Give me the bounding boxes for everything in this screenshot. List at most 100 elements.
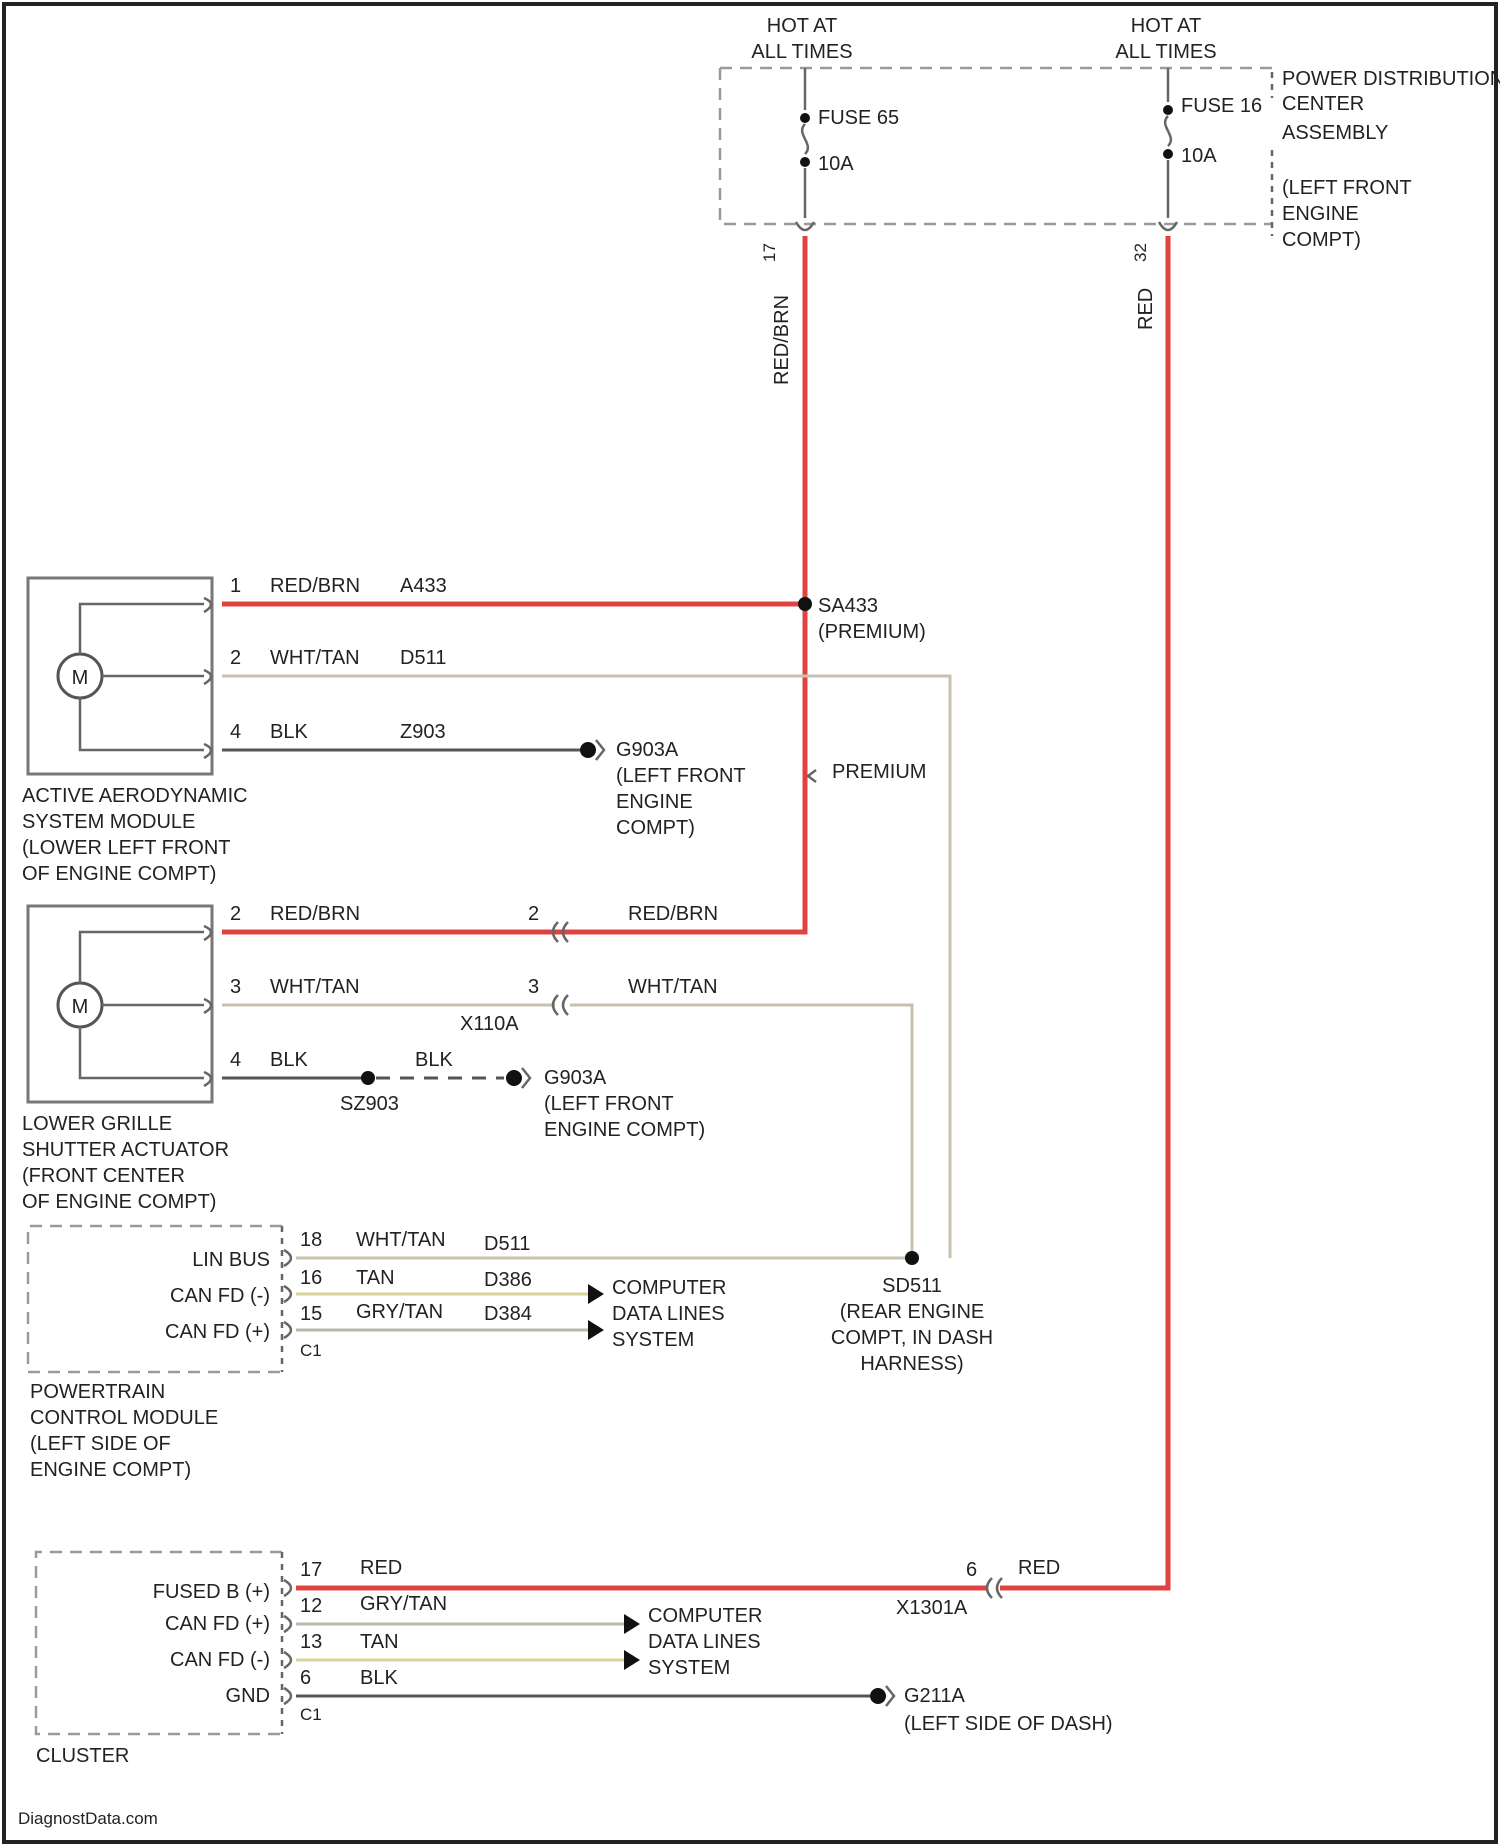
cluster-row4-label: GND bbox=[226, 1685, 270, 1707]
splice-sd511-label-2: (REAR ENGINE bbox=[840, 1301, 984, 1323]
aero-motor-label: M bbox=[72, 667, 89, 689]
cluster-row4-pin: 6 bbox=[300, 1667, 311, 1689]
fuse-16-amp: 10A bbox=[1181, 145, 1217, 167]
splice-sz903-label: SZ903 bbox=[340, 1093, 399, 1115]
connector-x110a-label: X110A bbox=[460, 1013, 519, 1035]
cluster-row4-wire: BLK bbox=[360, 1667, 398, 1689]
pdc-pin-32: 32 bbox=[1131, 243, 1150, 262]
splice-sd511-label-1: SD511 bbox=[882, 1275, 942, 1297]
hot-at-all-times-right-2: ALL TIMES bbox=[1115, 41, 1216, 63]
cluster-label: CLUSTER bbox=[36, 1745, 129, 1767]
cluster-row1-pin: 17 bbox=[300, 1559, 322, 1581]
pcm-label-3: (LEFT SIDE OF bbox=[30, 1433, 171, 1455]
grille-label-1: LOWER GRILLE bbox=[22, 1113, 172, 1135]
pcm-label-4: ENGINE COMPT) bbox=[30, 1459, 191, 1481]
powertrain-control-module: LIN BUS 18 WHT/TAN D511 CAN FD (-) 16 TA… bbox=[28, 1226, 993, 1481]
instrument-cluster: FUSED B (+) 17 RED CAN FD (+) 12 GRY/TAN… bbox=[36, 1552, 1113, 1767]
cluster-row2-label: CAN FD (+) bbox=[165, 1613, 270, 1635]
splice-sz903 bbox=[361, 1071, 375, 1085]
aero-pin2: 2 bbox=[230, 647, 241, 669]
cluster-dest-3: SYSTEM bbox=[648, 1657, 730, 1679]
aero-circuit4: Z903 bbox=[400, 721, 446, 743]
hot-at-all-times-left-1: HOT AT bbox=[767, 15, 837, 37]
pcm-row2-label: CAN FD (-) bbox=[170, 1285, 270, 1307]
grille-pin3: 3 bbox=[230, 976, 241, 998]
pcm-dest-3: SYSTEM bbox=[612, 1329, 694, 1351]
pcm-row3-pin: 15 bbox=[300, 1303, 322, 1325]
aero-ground-3: ENGINE bbox=[616, 791, 693, 813]
pcm-row3-label: CAN FD (+) bbox=[165, 1321, 270, 1343]
riser-right-wire-color: RED bbox=[1135, 288, 1157, 330]
aero-pin1: 1 bbox=[230, 575, 241, 597]
pdc-label-1: POWER DISTRIBUTION bbox=[1282, 68, 1500, 90]
pcm-row3-wire: GRY/TAN bbox=[356, 1301, 443, 1323]
grille-label-3: (FRONT CENTER bbox=[22, 1165, 185, 1187]
grille-pin4: 4 bbox=[230, 1049, 241, 1071]
diagram-border bbox=[4, 4, 1496, 1842]
aero-wire2-color: WHT/TAN bbox=[270, 647, 360, 669]
splice-sd511-label-4: HARNESS) bbox=[860, 1353, 963, 1375]
cluster-connector: C1 bbox=[300, 1705, 322, 1724]
ground-g903a-icon bbox=[580, 742, 596, 758]
cluster-ground-2: (LEFT SIDE OF DASH) bbox=[904, 1713, 1113, 1735]
splice-sa433-label-2: (PREMIUM) bbox=[818, 621, 926, 643]
cluster-row1-label: FUSED B (+) bbox=[153, 1581, 270, 1603]
cluster-row3-wire: TAN bbox=[360, 1631, 399, 1653]
pdc-label-5: ENGINE bbox=[1282, 203, 1359, 225]
aero-ground-4: COMPT) bbox=[616, 817, 695, 839]
pdc-label-2: CENTER bbox=[1282, 93, 1364, 115]
arrow-icon bbox=[624, 1614, 640, 1634]
fuse-16-label: FUSE 16 bbox=[1181, 95, 1262, 117]
aero-wire1-color: RED/BRN bbox=[270, 575, 360, 597]
ground-g211a-icon bbox=[870, 1688, 886, 1704]
hot-at-all-times-right-1: HOT AT bbox=[1131, 15, 1201, 37]
grille-conn2: 2 bbox=[528, 903, 539, 925]
wire-red-riser bbox=[1000, 236, 1168, 1588]
aero-circuit2: D511 bbox=[400, 647, 446, 669]
grille-wire3-color: WHT/TAN bbox=[270, 976, 360, 998]
cluster-inline-wire: RED bbox=[1018, 1557, 1060, 1579]
premium-label: PREMIUM bbox=[832, 761, 926, 783]
cluster-row3-label: CAN FD (-) bbox=[170, 1649, 270, 1671]
pcm-label-2: CONTROL MODULE bbox=[30, 1407, 218, 1429]
splice-sd511 bbox=[905, 1251, 919, 1265]
grille-label-2: SHUTTER ACTUATOR bbox=[22, 1139, 229, 1161]
pdc-label-3: ASSEMBLY bbox=[1282, 122, 1388, 144]
pcm-row1-circuit: D511 bbox=[484, 1233, 530, 1255]
pcm-row2-circuit: D386 bbox=[484, 1269, 532, 1291]
pcm-connector: C1 bbox=[300, 1341, 322, 1360]
pdc-pin-17: 17 bbox=[760, 243, 779, 262]
fuse-65-label: FUSE 65 bbox=[818, 107, 899, 129]
pcm-label-1: POWERTRAIN bbox=[30, 1381, 165, 1403]
grille-wire4b-color: BLK bbox=[415, 1049, 453, 1071]
aero-label-1: ACTIVE AERODYNAMIC bbox=[22, 785, 248, 807]
splice-sa433-label-1: SA433 bbox=[818, 595, 878, 617]
pcm-row2-wire: TAN bbox=[356, 1267, 395, 1289]
splice-sd511-label-3: COMPT, IN DASH bbox=[831, 1327, 993, 1349]
grille-ground-1: G903A bbox=[544, 1067, 607, 1089]
connector-x1301a-label: X1301A bbox=[896, 1597, 968, 1619]
pdc-label-4: (LEFT FRONT bbox=[1282, 177, 1412, 199]
arrow-icon bbox=[588, 1320, 604, 1340]
cluster-inline-pin: 6 bbox=[966, 1559, 977, 1581]
grille-wire3b-color: WHT/TAN bbox=[628, 976, 718, 998]
riser-left-wire-color: RED/BRN bbox=[771, 295, 793, 385]
cluster-dest-2: DATA LINES bbox=[648, 1631, 761, 1653]
arrow-icon bbox=[624, 1650, 640, 1670]
pdc-label-6: COMPT) bbox=[1282, 229, 1361, 251]
grille-conn3: 3 bbox=[528, 976, 539, 998]
grille-label-4: OF ENGINE COMPT) bbox=[22, 1191, 216, 1213]
hot-at-all-times-left-2: ALL TIMES bbox=[751, 41, 852, 63]
aero-pin4: 4 bbox=[230, 721, 241, 743]
grille-motor-label: M bbox=[72, 996, 89, 1018]
pcm-row1-label: LIN BUS bbox=[192, 1249, 270, 1271]
aero-ground-1: G903A bbox=[616, 739, 679, 761]
cluster-ground-1: G211A bbox=[904, 1685, 965, 1707]
grille-ground-3: ENGINE COMPT) bbox=[544, 1119, 705, 1141]
ground-g903a-2-icon bbox=[506, 1070, 522, 1086]
fuse-65-amp: 10A bbox=[818, 153, 854, 175]
aero-wire4-color: BLK bbox=[270, 721, 308, 743]
footer-watermark: DiagnostData.com bbox=[18, 1809, 158, 1828]
aero-label-2: SYSTEM MODULE bbox=[22, 811, 195, 833]
